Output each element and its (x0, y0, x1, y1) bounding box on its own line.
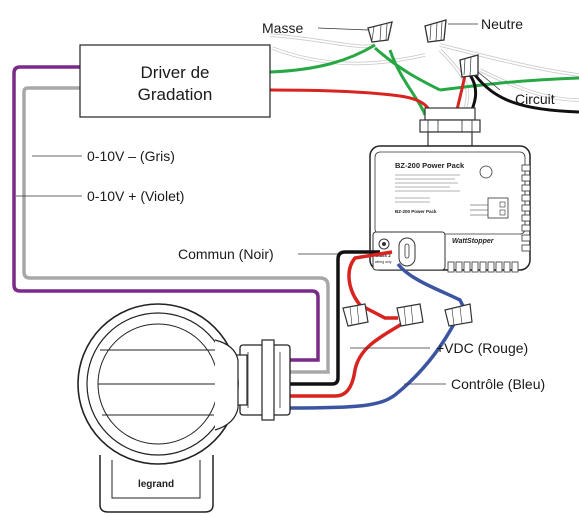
blue-wire (289, 262, 467, 410)
wire-nut-neutral (424, 19, 447, 43)
power-pack: BZ-200 Power Pack BZ-200 Power Pack Clas… (369, 107, 531, 273)
neutre-label: Neutre (481, 16, 523, 32)
lv-wire-nuts (342, 303, 473, 327)
violet-label: 0-10V + (Violet) (87, 188, 184, 204)
dimming-driver-box (79, 44, 271, 118)
gray-wire (22, 86, 330, 374)
masse-label: Masse (262, 20, 303, 36)
black-wire (290, 250, 380, 386)
legrand-logo-text: legrand (138, 479, 174, 490)
wire-nut-ground (367, 21, 393, 43)
class2-sublabel: wiring only (375, 260, 392, 264)
gris-label: 0-10V – (Gris) (87, 148, 175, 164)
power-pack-title: BZ-200 Power Pack (395, 161, 465, 170)
vdc-label: +VDC (Rouge) (436, 340, 528, 356)
circuit-label: Circuit (515, 91, 555, 107)
occupancy-sensor: legrand (77, 303, 291, 513)
purple-wire (12, 65, 320, 362)
power-pack-model: BZ-200 Power Pack (395, 209, 437, 214)
commun-label: Commun (Noir) (178, 246, 274, 262)
class2-label: Class 2 (375, 253, 391, 258)
wattstopper-brand: WattStopper (452, 238, 495, 245)
driver-label-line1: Driver de (141, 63, 210, 82)
mains-wiring (269, 19, 579, 119)
wire-nut-circuit (459, 54, 479, 78)
driver-label-line2: Gradation (138, 85, 213, 104)
controle-label: Contrôle (Bleu) (451, 376, 545, 392)
